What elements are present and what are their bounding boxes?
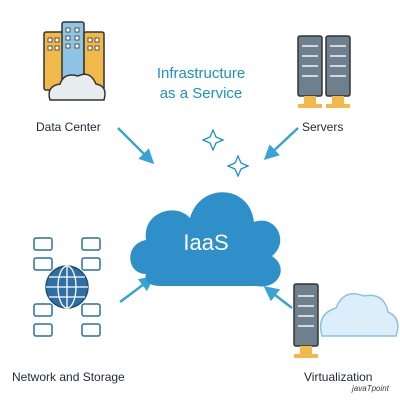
data-center-label: Data Center: [36, 120, 101, 134]
virtualization-label: Virtualization: [304, 370, 373, 384]
arrow-servers: [263, 127, 299, 161]
arrow-data-center: [117, 127, 155, 165]
network-storage-icon: [33, 237, 101, 337]
brand-logo: javaTpoint: [352, 384, 389, 393]
arrow-virtualization: [263, 286, 293, 309]
servers-icon: [297, 35, 351, 108]
title-line-1: Infrastructure: [156, 65, 246, 82]
servers-label: Servers: [302, 120, 344, 134]
arrow-network-storage: [119, 276, 155, 303]
data-center-icon: [43, 21, 106, 101]
diagram-title: Infrastructure as a Service: [142, 64, 260, 104]
virtualization-icon: [293, 283, 399, 358]
title-line-2: as a Service: [159, 85, 243, 102]
iaas-cloud: [130, 192, 281, 287]
network-storage-label: Network and Storage: [12, 370, 125, 384]
sparkle-icon: [201, 128, 250, 178]
center-label: IaaS: [183, 230, 229, 255]
